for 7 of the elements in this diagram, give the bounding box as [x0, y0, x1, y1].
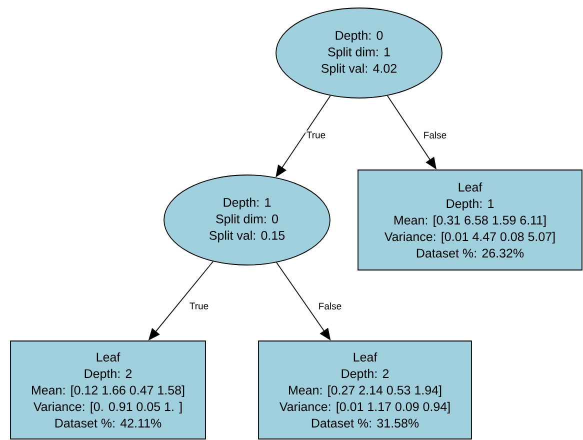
edge-label: True — [305, 130, 327, 140]
leaf-box: Leaf Depth: 2 Mean: [0.12 1.66 0.47 1.58] Variance: [0. 0.91 0.05 1. ] Dataset %: 42.11% — [10, 340, 206, 440]
leaf-box: Leaf Depth: 2 Mean: [0.27 2.14 0.53 1.94] Variance: [0.01 1.17 0.09 0.94] Dataset %: 31.58% — [258, 340, 472, 440]
leaf-box: Leaf Depth: 1 Mean: [0.31 6.58 1.59 6.11] Variance: [0.01 4.47 0.08 5.07] Dataset %: 26.32% — [358, 170, 582, 270]
edge-label: True — [188, 302, 210, 310]
edge-label: False — [317, 302, 343, 310]
edge-label: False — [422, 130, 448, 140]
